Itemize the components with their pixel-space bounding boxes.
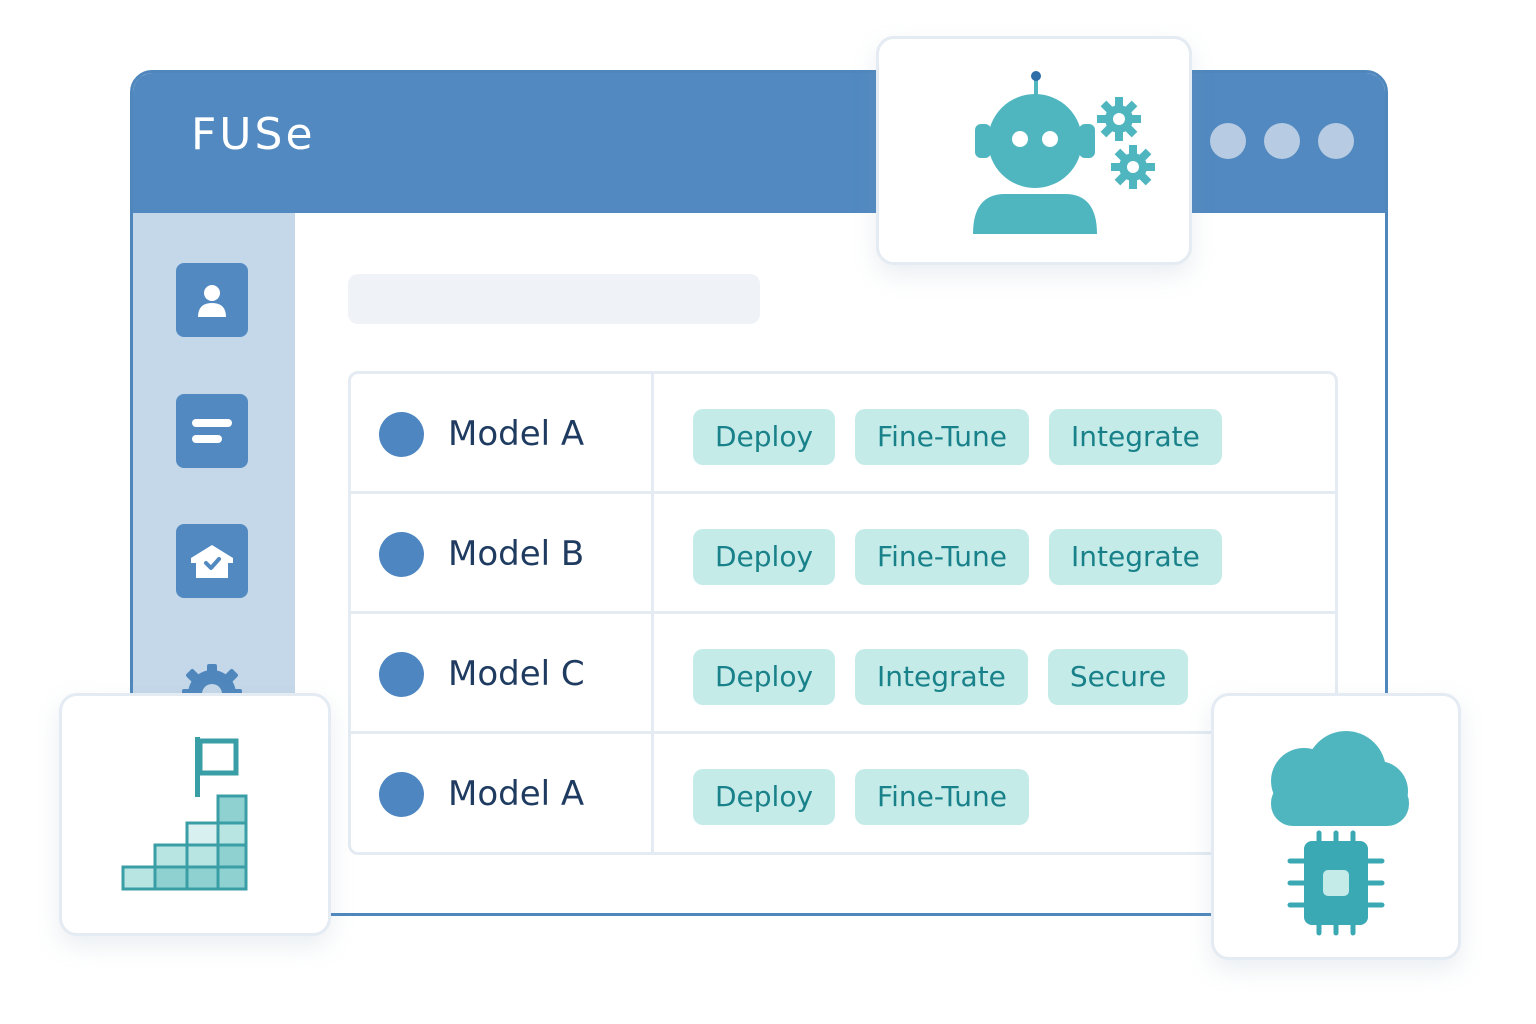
fine-tune-button[interactable]: Fine-Tune bbox=[855, 409, 1029, 465]
window-dot-3[interactable] bbox=[1318, 123, 1354, 159]
deploy-button[interactable]: Deploy bbox=[693, 529, 836, 585]
deploy-button[interactable]: Deploy bbox=[693, 409, 836, 465]
fine-tune-button[interactable]: Fine-Tune bbox=[855, 769, 1029, 825]
robot-card bbox=[876, 36, 1192, 265]
integrate-button[interactable]: Integrate bbox=[1048, 409, 1222, 465]
table-row[interactable]: Model A Deploy Fine-Tune Integrate bbox=[351, 374, 1335, 494]
fine-tune-button[interactable]: Fine-Tune bbox=[855, 529, 1029, 585]
home-icon bbox=[191, 545, 233, 578]
window-dot-1[interactable] bbox=[1210, 123, 1246, 159]
table-row[interactable]: Model C Deploy Integrate Secure bbox=[351, 614, 1335, 734]
growth-flag-icon bbox=[121, 737, 248, 891]
main-content: Model A Deploy Fine-Tune Integrate Model… bbox=[295, 213, 1385, 913]
deploy-button[interactable]: Deploy bbox=[693, 769, 836, 825]
model-name: Model C bbox=[448, 654, 585, 694]
column-divider bbox=[651, 374, 654, 491]
model-name: Model A bbox=[448, 774, 585, 814]
column-divider bbox=[651, 494, 654, 611]
sidebar-item-home[interactable] bbox=[176, 524, 248, 598]
action-tags: Deploy Fine-Tune bbox=[693, 769, 1029, 825]
status-dot bbox=[379, 532, 424, 577]
action-tags: Deploy Fine-Tune Integrate bbox=[693, 529, 1222, 585]
list-icon bbox=[192, 419, 232, 443]
growth-card bbox=[59, 693, 331, 936]
robot-gears-icon bbox=[973, 71, 1155, 234]
model-name: Model B bbox=[448, 534, 585, 574]
window-dot-2[interactable] bbox=[1264, 123, 1300, 159]
sidebar-item-list[interactable] bbox=[176, 394, 248, 468]
cloud-chip-icon bbox=[1271, 731, 1409, 936]
deploy-button[interactable]: Deploy bbox=[693, 649, 836, 705]
secure-button[interactable]: Secure bbox=[1047, 649, 1189, 705]
status-dot bbox=[379, 652, 424, 697]
column-divider bbox=[651, 734, 654, 854]
column-divider bbox=[651, 614, 654, 731]
models-table: Model A Deploy Fine-Tune Integrate Model… bbox=[348, 371, 1338, 855]
search-input[interactable] bbox=[348, 274, 760, 324]
table-row[interactable]: Model B Deploy Fine-Tune Integrate bbox=[351, 494, 1335, 614]
app-logo: FUSe bbox=[191, 109, 316, 160]
sidebar-item-profile[interactable] bbox=[176, 263, 248, 337]
table-row[interactable]: Model A Deploy Fine-Tune bbox=[351, 734, 1335, 854]
action-tags: Deploy Fine-Tune Integrate bbox=[693, 409, 1222, 465]
status-dot bbox=[379, 412, 424, 457]
action-tags: Deploy Integrate Secure bbox=[693, 649, 1189, 705]
status-dot bbox=[379, 772, 424, 817]
cloud-chip-card bbox=[1211, 693, 1461, 960]
integrate-button[interactable]: Integrate bbox=[1048, 529, 1222, 585]
title-bar: FUSe bbox=[133, 73, 1385, 213]
model-name: Model A bbox=[448, 414, 585, 454]
user-icon bbox=[198, 285, 226, 317]
integrate-button[interactable]: Integrate bbox=[855, 649, 1028, 705]
